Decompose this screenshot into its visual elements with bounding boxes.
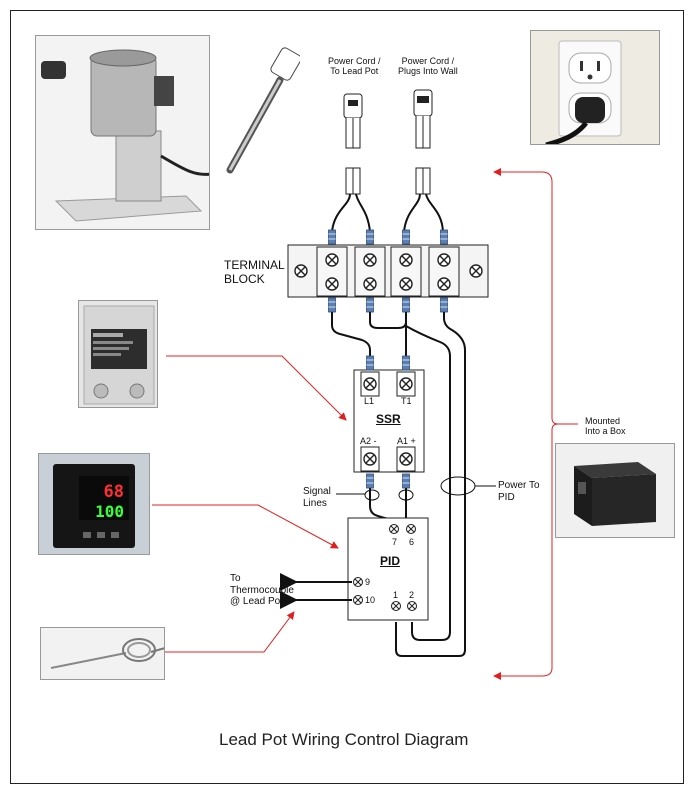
pid-terminal-7: 7 bbox=[392, 537, 398, 547]
thermocouple-annotation-arrow bbox=[165, 611, 295, 653]
ssr-a1-label: A1 + bbox=[397, 436, 416, 446]
thermocouple-line3: @ Lead Pot bbox=[230, 596, 283, 607]
thermocouple-line1: To bbox=[230, 573, 241, 584]
thermocouple-line2: Thermocouple bbox=[230, 584, 294, 596]
pid-terminal-9: 9 bbox=[365, 577, 371, 587]
mounted-box-label: Mounted Into a Box bbox=[585, 416, 626, 437]
power-to-pid-line2: PID bbox=[498, 491, 515, 503]
terminal-block-line1: TERMINAL bbox=[224, 258, 285, 272]
lead-pot-photo bbox=[35, 35, 210, 230]
mounted-box-line1: Mounted bbox=[585, 416, 621, 426]
pid-controller-photo: 68 100 bbox=[38, 453, 150, 555]
ssr-a2-label: A2 - bbox=[360, 436, 377, 446]
power-cord-wall-label: Power Cord / Plugs Into Wall bbox=[398, 56, 458, 77]
power-to-pid-line1: Power To bbox=[498, 480, 540, 491]
power-cord-wall-line2: Plugs Into Wall bbox=[398, 66, 458, 77]
diagram-frame bbox=[10, 10, 684, 784]
signal-lines-line2: Lines bbox=[303, 497, 327, 509]
thermocouple-label: To Thermocouple @ Lead Pot bbox=[230, 573, 294, 608]
project-box-photo bbox=[555, 443, 675, 538]
lead-pot-plug-icon bbox=[343, 93, 363, 149]
pid-module bbox=[347, 517, 429, 621]
power-to-pid-label: Power To PID bbox=[498, 480, 540, 503]
signal-lines-marker-2 bbox=[398, 489, 414, 501]
pid-terminal-1: 1 bbox=[393, 590, 399, 600]
ssr-photo bbox=[78, 300, 158, 408]
terminal-block-label: TERMINAL BLOCK bbox=[224, 258, 285, 287]
terminal-block bbox=[287, 244, 489, 298]
power-cord-lead-pot-line1: Power Cord / bbox=[328, 56, 381, 66]
signal-lines-label: Signal Lines bbox=[303, 486, 331, 509]
pid-pv-readout: 68 bbox=[104, 482, 124, 502]
power-cord-wall-line1: Power Cord / bbox=[401, 56, 455, 66]
pid-terminal-6: 6 bbox=[409, 537, 415, 547]
signal-lines-line1: Signal bbox=[303, 486, 331, 497]
diagram-title: Lead Pot Wiring Control Diagram bbox=[219, 730, 469, 749]
power-cord-lead-pot-line2: To Lead Pot bbox=[330, 66, 379, 77]
pid-terminal-10: 10 bbox=[365, 595, 376, 605]
wall-outlet-photo bbox=[530, 30, 660, 145]
wall-plug-icon bbox=[413, 89, 433, 149]
ssr-title: SSR bbox=[376, 412, 401, 426]
thermocouple-photo bbox=[40, 627, 165, 680]
ssr-annotation-arrow bbox=[166, 355, 347, 421]
signal-lines-marker bbox=[364, 489, 380, 501]
terminal-block-line2: BLOCK bbox=[224, 272, 265, 287]
plug-photo bbox=[220, 45, 300, 175]
ssr-l1-label: L1 bbox=[364, 396, 375, 406]
ssr-module bbox=[353, 355, 425, 489]
power-to-pid-marker bbox=[440, 476, 476, 496]
power-cord-lead-pot-label: Power Cord / To Lead Pot bbox=[328, 56, 381, 77]
box-bracket bbox=[496, 171, 559, 677]
ssr-t1-label: T1 bbox=[401, 396, 412, 406]
pid-annotation-arrow bbox=[152, 504, 339, 549]
pid-terminal-2: 2 bbox=[409, 590, 415, 600]
pid-title: PID bbox=[380, 554, 401, 568]
mounted-box-line2: Into a Box bbox=[585, 426, 626, 437]
pid-sv-readout: 100 bbox=[95, 502, 124, 521]
